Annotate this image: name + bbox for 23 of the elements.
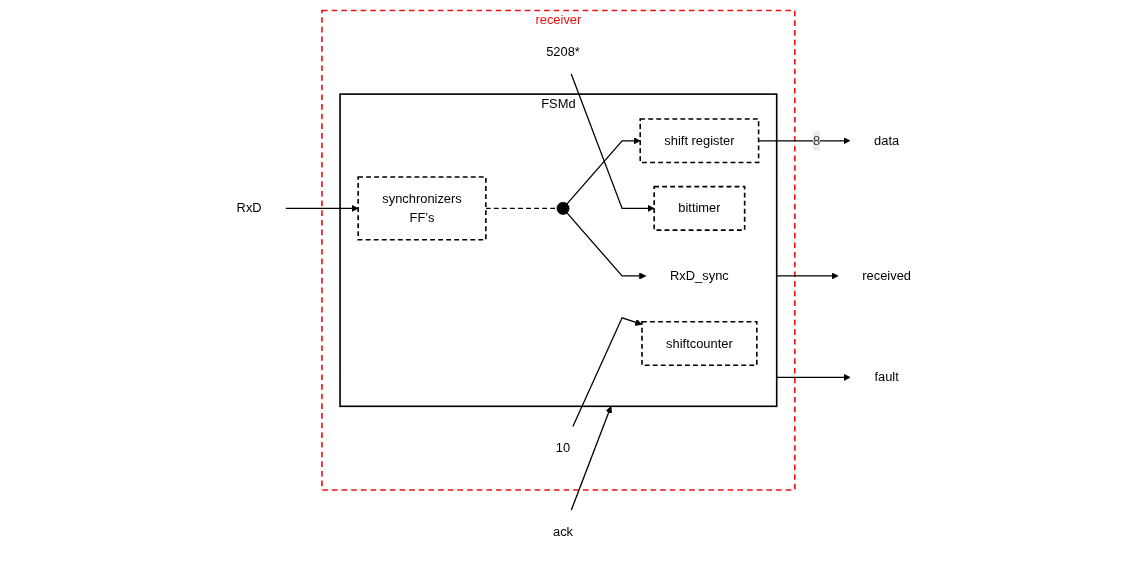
node-text: ack <box>553 524 574 539</box>
node-text: received <box>862 268 912 283</box>
arrow <box>285 204 359 212</box>
arrow <box>572 317 643 428</box>
node-text: data <box>874 133 900 148</box>
edge-label: 8 <box>813 133 821 148</box>
arrow <box>566 212 647 280</box>
node-text: 5208* <box>546 45 581 59</box>
arrow <box>566 137 641 205</box>
arrow <box>776 373 851 381</box>
node-box: bittimer <box>653 185 746 231</box>
arrow <box>776 272 839 280</box>
node-text: 10 <box>556 440 571 455</box>
node-box: synchronizers FF’s <box>357 176 487 241</box>
arrow <box>570 73 655 212</box>
node-text: fault <box>874 370 900 384</box>
node-text: RxD_sync <box>670 268 729 283</box>
node-box: shiftcounter <box>641 321 758 367</box>
node-text: RxD <box>236 201 262 215</box>
arrow <box>570 406 613 511</box>
node-box: shift register <box>639 118 760 164</box>
node-circle <box>556 201 570 215</box>
arrow <box>758 137 851 145</box>
